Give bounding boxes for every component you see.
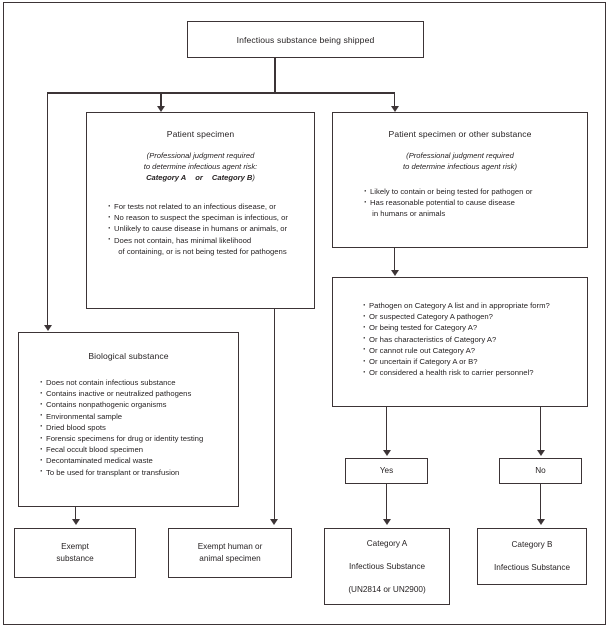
bullet-item: Does not contain infectious substance (40, 376, 226, 388)
node-patient-or-other-title: Patient specimen or other substance (388, 129, 532, 139)
node-patient-or-other-bullets: Likely to contain or being tested for pa… (364, 185, 575, 220)
node-exempt-human-animal-line-2: animal specimen (199, 554, 261, 563)
subtitle-line-2: to determine infectious agent risk) (403, 162, 517, 171)
node-biological-substance[interactable]: Biological substance Does not contain in… (18, 332, 239, 507)
bullet-item: Has reasonable potential to cause diseas… (364, 197, 575, 219)
connector-left-branch (47, 92, 49, 329)
arrowhead-yes-to-category-a (382, 519, 391, 525)
node-category-a-questions-bullets: Pathogen on Category A list and in appro… (363, 299, 575, 378)
arrowhead-no-to-category-b (536, 519, 545, 525)
node-start[interactable]: Infectious substance being shipped (187, 21, 424, 58)
connector-to-yes (386, 407, 388, 453)
category-b-emphasis: Category B (211, 173, 253, 182)
node-patient-or-other-subtitle: (Professional judgment required to deter… (345, 150, 575, 172)
connector-to-patient-or-other (394, 92, 396, 110)
arrowhead-to-patient-specimen (157, 106, 165, 112)
bullet-item: Dried blood spots (40, 421, 226, 433)
arrowhead-to-patient-or-other (390, 106, 399, 112)
node-category-a-questions[interactable]: Pathogen on Category A list and in appro… (332, 277, 588, 407)
subtitle-close-paren: ) (252, 173, 255, 182)
connector-to-patient-specimen (160, 92, 162, 110)
node-patient-or-other[interactable]: Patient specimen or other substance (Pro… (332, 112, 588, 248)
bullet-item: For tests not related to an infectious d… (108, 200, 302, 212)
node-biological-substance-title: Biological substance (88, 351, 169, 361)
bullet-item: Or suspected Category A pathogen? (363, 311, 575, 322)
bullet-item: Does not contain, has minimal likelihood… (108, 234, 302, 257)
bullet-item: Fecal occult blood specimen (40, 444, 226, 455)
node-no-label: No (535, 466, 546, 475)
node-category-a-result-line-1: Category A (366, 538, 408, 548)
node-no[interactable]: No (499, 458, 582, 484)
node-category-b-result-line-1: Category B (511, 540, 553, 549)
bullet-item: Or cannot rule out Category A? (363, 344, 575, 356)
bullet-item: Contains inactive or neutralized pathoge… (40, 388, 226, 399)
connector-to-exempt-substance (75, 507, 77, 522)
node-exempt-human-animal[interactable]: Exempt human or animal specimen (168, 528, 292, 578)
node-patient-specimen-bullets: For tests not related to an infectious d… (108, 200, 302, 257)
node-category-a-result[interactable]: Category A Infectious Substance (UN2814 … (324, 528, 450, 605)
bullet-item: Forensic specimens for drug or identity … (40, 433, 226, 444)
subtitle-line-1: (Professional judgment required (146, 151, 255, 160)
node-category-b-result-line-2: Infectious Substance (493, 563, 570, 572)
node-exempt-substance-line-1: Exempt (61, 542, 89, 551)
bullet-item: Decontaminated medical waste (40, 455, 226, 466)
bullet-item: Environmental sample (40, 410, 226, 422)
arrowhead-to-yes (382, 450, 391, 456)
node-exempt-human-animal-line-1: Exempt human or (197, 542, 263, 551)
node-yes-label: Yes (379, 466, 394, 475)
arrowhead-to-category-a-questions (390, 270, 399, 276)
bullet-item: Or being tested for Category A? (363, 322, 575, 333)
bullet-item: Or uncertain if Category A or B? (363, 356, 575, 367)
connector-to-exempt-human-animal (273, 307, 275, 522)
bullet-item: Contains nonpathogenic organisms (40, 399, 226, 410)
node-exempt-substance[interactable]: Exempt substance (14, 528, 136, 578)
figure-border (3, 2, 606, 625)
bullet-item: Pathogen on Category A list and in appro… (363, 299, 575, 311)
node-exempt-substance-line-2: substance (56, 554, 94, 563)
node-biological-substance-bullets: Does not contain infectious substance Co… (40, 376, 226, 478)
node-start-label: Infectious substance being shipped (236, 34, 375, 45)
arrowhead-to-biological-substance (43, 325, 52, 331)
node-patient-specimen[interactable]: Patient specimen (Professional judgment … (86, 112, 315, 309)
bullet-item: To be used for transplant or transfusion (40, 466, 226, 478)
bullet-item: No reason to suspect the speciman is inf… (108, 212, 302, 223)
connector-to-category-a-questions (394, 248, 396, 274)
connector-yes-to-category-a (386, 484, 388, 521)
subtitle-line-2: to determine infectious agent risk: (143, 162, 258, 171)
subtitle-line-3: Category A or Category B) (99, 172, 302, 183)
bullet-item: Likely to contain or being tested for pa… (364, 185, 575, 197)
arrowhead-to-exempt-human-animal (270, 519, 279, 525)
bullet-item: Or considered a health risk to carrier p… (363, 367, 575, 378)
connector-to-no (540, 407, 542, 453)
node-category-a-result-line-2: Infectious Substance (348, 561, 425, 571)
or-emphasis: or (195, 173, 203, 182)
connector-start-down (274, 58, 276, 93)
bullet-item: Or has characteristics of Category A? (363, 333, 575, 345)
node-category-b-result[interactable]: Category B Infectious Substance (477, 528, 587, 585)
node-patient-specimen-title: Patient specimen (166, 129, 235, 139)
node-patient-specimen-subtitle: (Professional judgment required to deter… (99, 150, 302, 183)
node-category-a-result-line-3: (UN2814 or UN2900) (348, 584, 426, 594)
category-a-emphasis: Category A (146, 173, 187, 182)
arrowhead-to-no (536, 450, 545, 456)
arrowhead-to-exempt-substance (71, 519, 80, 525)
connector-patient-specimen-exit (200, 307, 275, 309)
bullet-item: Unlikely to cause disease in humans or a… (108, 223, 302, 234)
connector-no-to-category-b (540, 484, 542, 521)
subtitle-line-1: (Professional judgment required (406, 151, 514, 160)
node-yes[interactable]: Yes (345, 458, 428, 484)
connector-split-bar (47, 92, 395, 94)
